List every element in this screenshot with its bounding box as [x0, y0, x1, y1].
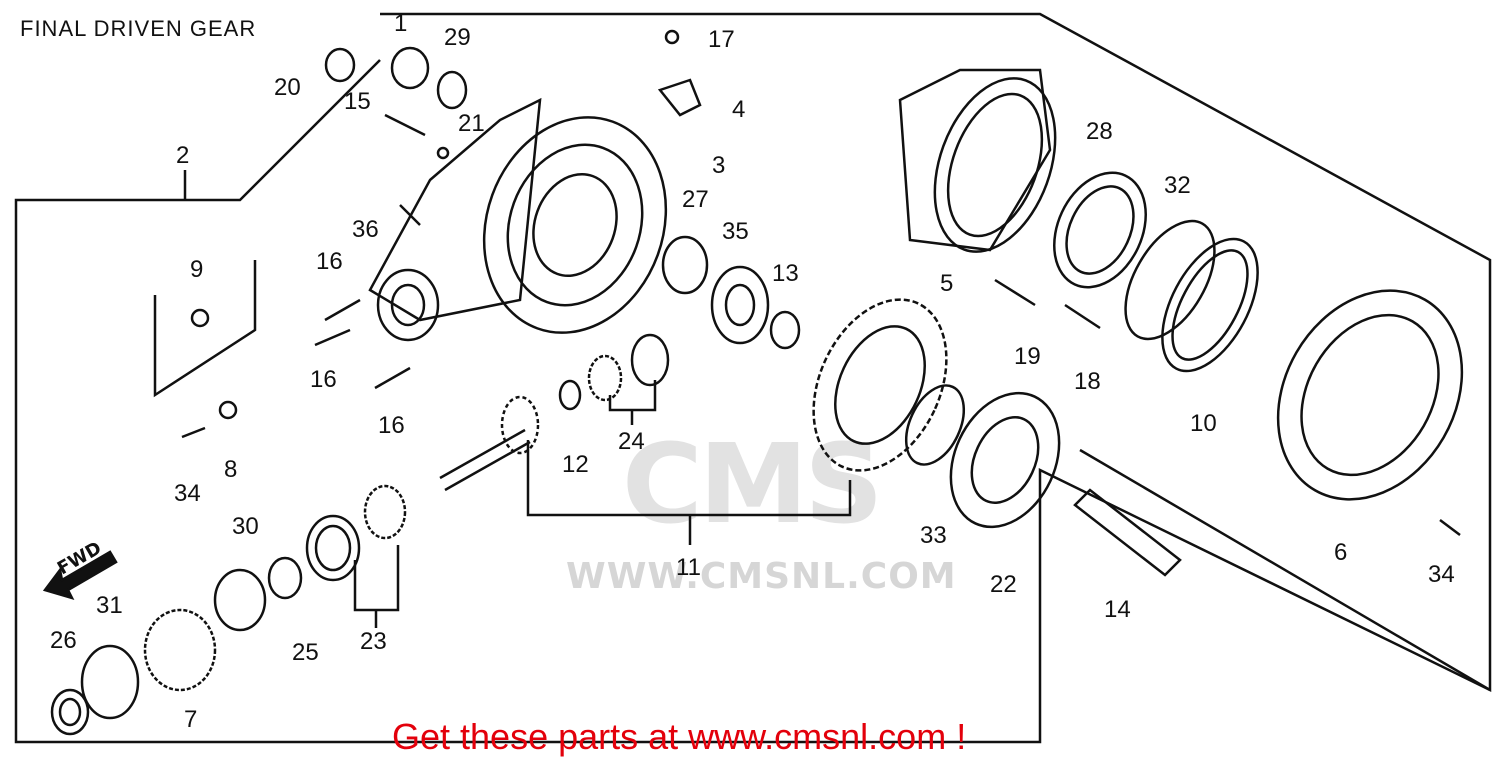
callout-part-8: 8	[224, 456, 238, 483]
callout-part-16-a: 16	[316, 248, 343, 275]
callout-part-7: 7	[184, 706, 198, 733]
callout-part-11: 11	[676, 554, 701, 581]
callout-part-35: 35	[722, 218, 749, 245]
callout-part-5: 5	[940, 270, 954, 297]
callout-part-12: 12	[562, 451, 589, 478]
callout-part-2: 2	[176, 142, 190, 169]
callout-part-29: 29	[444, 24, 471, 51]
group-outline-9	[153, 260, 257, 398]
promo-link[interactable]: Get these parts at www.cmsnl.com !	[392, 716, 967, 757]
callout-part-27: 27	[682, 186, 709, 213]
callout-part-16-c: 16	[378, 412, 405, 439]
callout-part-1: 1	[394, 10, 408, 37]
callout-part-21: 21	[458, 110, 485, 137]
callout-part-30: 30	[232, 513, 259, 540]
callout-part-14: 14	[1104, 596, 1131, 623]
callout-part-15: 15	[344, 88, 371, 115]
callout-part-32: 32	[1164, 172, 1191, 199]
callout-part-20: 20	[274, 74, 301, 101]
callout-part-34-b: 34	[1428, 561, 1455, 588]
callout-part-34-a: 34	[174, 480, 201, 507]
callout-part-25: 25	[292, 639, 319, 666]
diagram-title: FINAL DRIVEN GEAR	[20, 16, 257, 41]
callout-part-36: 36	[352, 216, 379, 243]
callout-part-3: 3	[712, 152, 726, 179]
watermark-logo: CMS	[622, 420, 883, 548]
callout-part-6: 6	[1334, 539, 1348, 566]
callout-part-24: 24	[618, 428, 645, 455]
callout-part-18: 18	[1074, 368, 1101, 395]
callout-part-17: 17	[708, 26, 735, 53]
callout-part-28: 28	[1086, 118, 1113, 145]
callout-part-31: 31	[96, 592, 123, 619]
watermark-url: WWW.CMSNL.COM	[566, 556, 957, 597]
callout-part-33: 33	[920, 522, 947, 549]
callout-part-22: 22	[990, 571, 1017, 598]
callout-part-16-b: 16	[310, 366, 337, 393]
group-outline	[14, 12, 1492, 744]
callout-part-13: 13	[772, 260, 799, 287]
callout-part-23: 23	[360, 628, 387, 655]
callout-part-4: 4	[732, 96, 746, 123]
callout-part-26: 26	[50, 627, 77, 654]
callout-part-10: 10	[1190, 410, 1217, 437]
callout-part-9: 9	[190, 256, 204, 283]
callout-part-19: 19	[1014, 343, 1041, 370]
